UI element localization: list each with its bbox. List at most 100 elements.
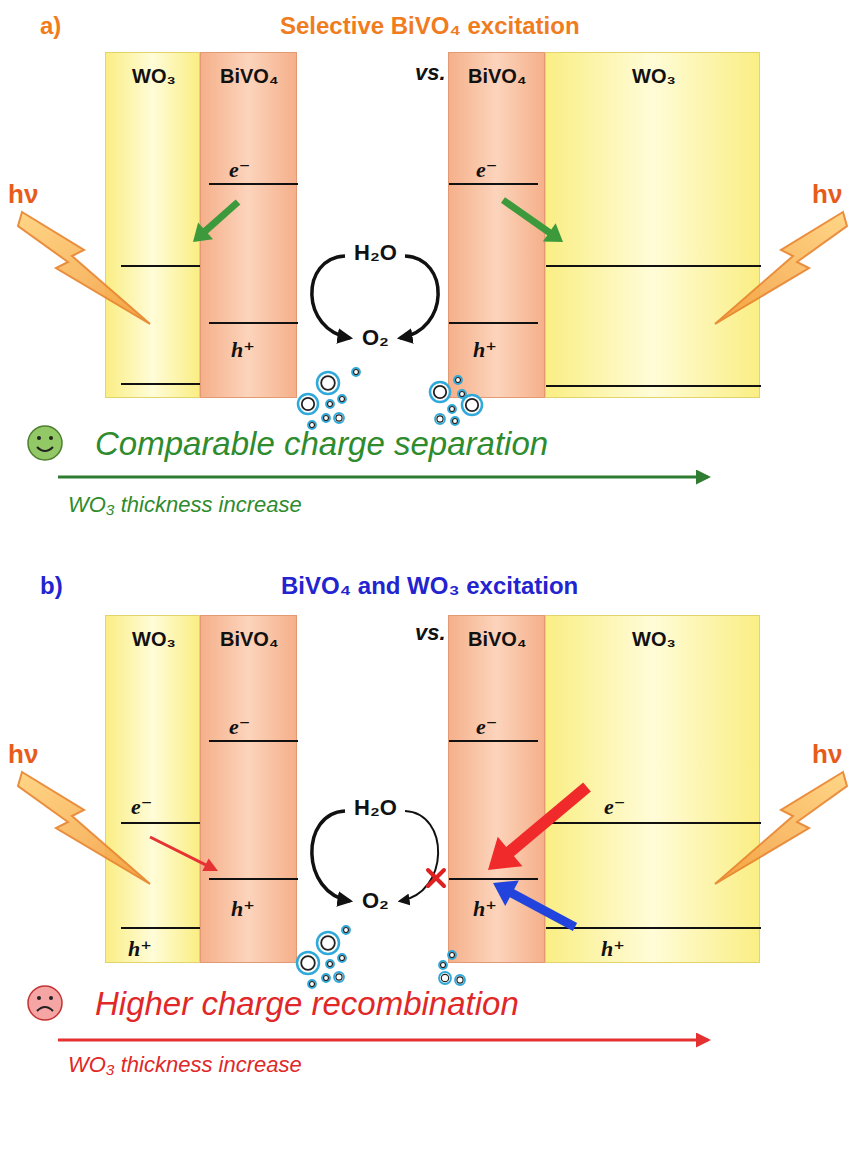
panel-title: BiVO₄ and WO₃ excitation (281, 572, 578, 600)
bubble-core (336, 974, 342, 980)
bubble-core (354, 370, 359, 375)
bubble-core (328, 402, 333, 407)
light-label: hν (812, 740, 842, 770)
bubble (338, 954, 346, 962)
bubble (326, 400, 334, 408)
lightning-bolt (715, 212, 847, 324)
bubble-core (450, 953, 455, 958)
bubble-core (434, 386, 446, 398)
bubble (439, 972, 451, 984)
band-edge-line (209, 878, 298, 880)
bubble-core (460, 392, 465, 397)
charge-carrier: h⁺ (231, 337, 255, 362)
band-label: WO₃ (632, 628, 676, 651)
face-circle (28, 986, 62, 1020)
band-label: WO₃ (132, 65, 176, 88)
band-edge-line (209, 322, 298, 324)
light-label: hν (812, 180, 842, 210)
bubble-core (456, 378, 461, 383)
bubble (308, 421, 316, 429)
light-label: hν (8, 180, 38, 210)
face-mouth (37, 1007, 53, 1011)
bubble-core (321, 936, 335, 950)
bubble (338, 395, 346, 403)
bubble (448, 951, 456, 959)
panel-title: Selective BiVO₄ excitation (280, 12, 580, 40)
face-eye (49, 436, 53, 440)
charge-carrier: h⁺ (231, 896, 255, 921)
bubble (430, 382, 450, 402)
face-eye (49, 996, 53, 1000)
band-edge-layer (546, 53, 761, 399)
bubble-core (441, 963, 446, 968)
arrow-shaft (150, 837, 207, 865)
face-circle (28, 426, 62, 460)
bubble-core (466, 399, 478, 411)
band-edge-layer (106, 53, 201, 399)
bubble-core (453, 419, 458, 424)
water-cycle-arc (400, 811, 438, 901)
band-edge-layer (106, 616, 201, 964)
bubble (448, 405, 456, 413)
band-edge-line (546, 927, 761, 929)
bubble (454, 376, 462, 384)
bivo4-band: BiVO₄e⁻h⁺ (448, 52, 545, 398)
band-edge-line (209, 183, 298, 185)
band-label: BiVO₄ (220, 65, 278, 88)
bubble-core (301, 956, 315, 970)
bubble-core (441, 974, 448, 981)
band-edge-line (121, 822, 201, 824)
panel-letter: a) (40, 12, 61, 40)
bivo4-band: BiVO₄e⁻h⁺ (448, 615, 545, 963)
bubble-core (437, 416, 443, 422)
wo3-band: WO₃ (545, 52, 760, 398)
bubble-core (324, 416, 329, 421)
arrow-head (493, 881, 519, 906)
charge-transfer-arrow (193, 202, 238, 242)
water-cycle-arc (312, 256, 350, 338)
bubble-core (321, 376, 335, 390)
band-edge-line (121, 927, 201, 929)
band-edge-line (449, 878, 538, 880)
band-label: WO₃ (632, 65, 676, 88)
bubble (298, 394, 318, 414)
band-edge-line (121, 265, 201, 267)
charge-carrier: e⁻ (131, 794, 152, 819)
reactant-label: H₂O (354, 240, 397, 265)
happy-face (28, 426, 62, 460)
bubble (451, 417, 459, 425)
bubble (342, 926, 350, 934)
conclusion-note: Higher charge recombination (95, 985, 519, 1023)
bubble (334, 972, 344, 982)
band-edge-line (449, 740, 538, 742)
band-label: WO₃ (132, 628, 176, 651)
bubble-core (450, 407, 455, 412)
bubble (455, 975, 465, 985)
arrow-shaft (204, 202, 238, 232)
arrow-shaft (508, 787, 587, 853)
charge-transfer-arrow (503, 200, 563, 242)
charge-carrier: e⁻ (229, 714, 250, 739)
trend-arrow (58, 476, 708, 479)
product-label: O₂ (362, 888, 389, 913)
band-edge-line (546, 822, 761, 824)
panel-letter: b) (40, 572, 63, 600)
oxygen-bubbles (297, 368, 482, 988)
charge-carrier: h⁺ (473, 337, 497, 362)
bubble-core (344, 928, 349, 933)
sad-face (28, 986, 62, 1020)
charge-transfer-arrow (150, 837, 218, 871)
bubble-core (336, 415, 342, 421)
arrow-head (543, 223, 563, 242)
bubble (322, 414, 330, 422)
charge-carrier: h⁺ (128, 936, 152, 961)
band-edge-line (546, 385, 761, 387)
bubble (326, 960, 334, 968)
band-edge-layer (449, 616, 546, 964)
face-eye (37, 436, 41, 440)
water-cycle-arc (312, 811, 350, 901)
arrow-shaft (503, 200, 551, 233)
bubble-core (340, 956, 345, 961)
bubble-core (310, 982, 315, 987)
